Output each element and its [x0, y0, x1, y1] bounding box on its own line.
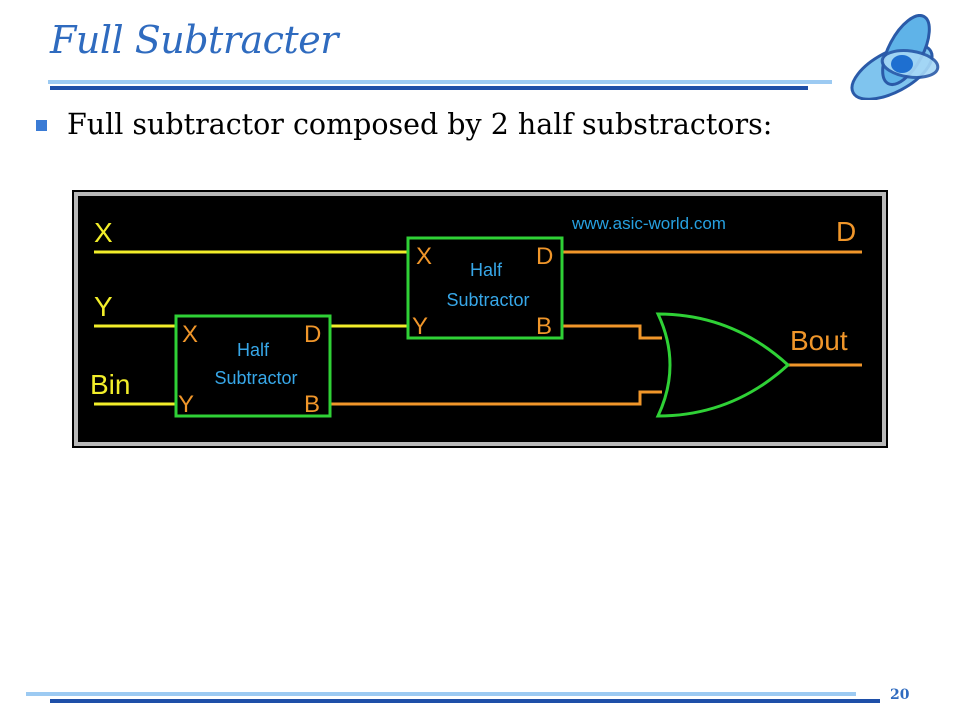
full-subtractor-diagram: www.asic-world.com X Y Bin D Bout X Y D …: [72, 190, 888, 448]
hs2-title-line2: Subtractor: [446, 290, 529, 310]
label-bout-output: Bout: [790, 325, 848, 356]
half-subtractor-1: [174, 314, 332, 418]
footer-rule-dark: [50, 699, 880, 703]
footer-rule-light: [26, 692, 856, 696]
diagram-background: [72, 190, 888, 448]
bullet-text: Full subtractor composed by 2 half subst…: [67, 108, 773, 141]
half-subtractor-1-labels: X Y D B Half Subtractor: [178, 321, 321, 418]
hs1-port-y: Y: [178, 391, 194, 418]
hs2-port-y: Y: [412, 313, 428, 340]
wire-hs2-b-to-or: [562, 324, 662, 340]
hs1-port-d: D: [304, 321, 321, 348]
hs2-port-b: B: [536, 313, 552, 340]
bullet-item: Full subtractor composed by 2 half subst…: [36, 108, 772, 141]
watermark-text: www.asic-world.com: [571, 214, 726, 233]
hs2-title-line1: Half: [470, 260, 503, 280]
hs2-port-x: X: [416, 243, 432, 270]
label-bin-input: Bin: [90, 369, 130, 400]
label-y-input: Y: [94, 291, 113, 322]
logo-icon: [850, 14, 940, 100]
half-subtractor-2: [406, 236, 564, 340]
page-number: 20: [890, 687, 910, 703]
hs1-port-x: X: [182, 321, 198, 348]
hs1-title-line2: Subtractor: [214, 368, 297, 388]
hs1-port-b: B: [304, 391, 320, 418]
label-x-input: X: [94, 217, 113, 248]
wire-hs1-b-to-or: [330, 390, 662, 406]
hs2-port-d: D: [536, 243, 553, 270]
title-underline-dark: [50, 86, 808, 90]
bullet-square-icon: [36, 120, 47, 131]
hs1-title-line1: Half: [237, 340, 270, 360]
label-d-output: D: [836, 216, 856, 247]
half-subtractor-2-labels: X Y D B Half Subtractor: [412, 243, 553, 340]
slide-title: Full Subtracter: [50, 18, 338, 62]
title-underline-light: [48, 80, 832, 84]
or-gate: [655, 312, 791, 418]
diagram-frame: [74, 192, 886, 446]
